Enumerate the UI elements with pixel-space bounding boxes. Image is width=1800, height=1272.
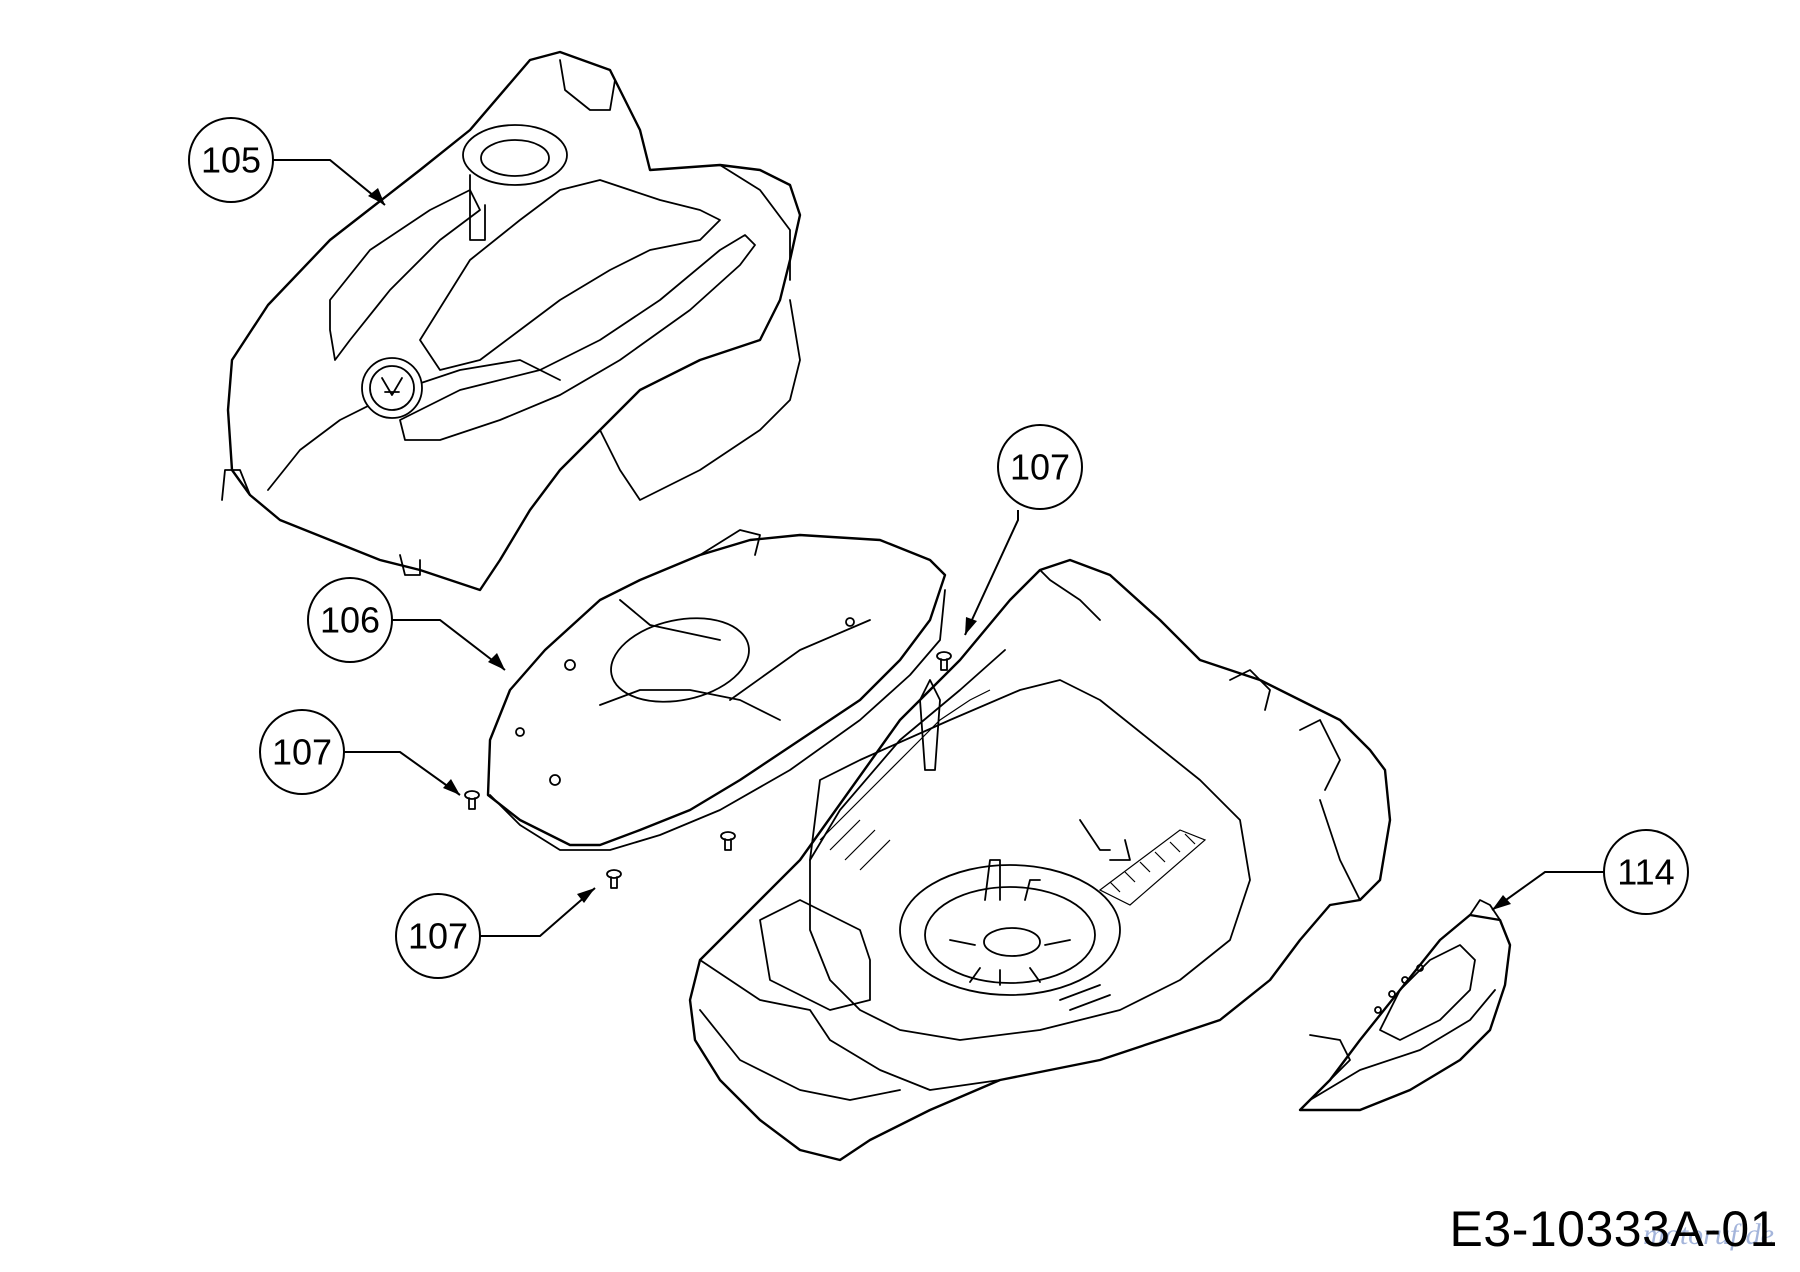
callout-107c: 107 [997, 424, 1083, 510]
part-105-top-cover [221, 50, 802, 592]
callout-107a: 107 [259, 709, 345, 795]
callout-label-106: 106 [320, 600, 380, 641]
part-106-inner-cover [486, 529, 947, 851]
leader-106 [386, 619, 506, 671]
callout-114: 114 [1603, 829, 1689, 915]
callout-label-107b: 107 [408, 916, 468, 957]
drawing-code: E3-10333A-01 [1449, 1201, 1778, 1257]
part-mower-deck [688, 558, 1392, 1162]
callout-107b: 107 [395, 893, 481, 979]
callout-label-105: 105 [201, 140, 261, 181]
callout-106: 106 [307, 577, 393, 663]
part-114-side-cover [1298, 899, 1512, 1112]
screw-icon [936, 651, 952, 671]
leader-114 [1491, 871, 1605, 911]
leader-107a [342, 751, 461, 796]
callout-105: 105 [188, 117, 274, 203]
leader-105 [273, 159, 386, 206]
watermark-logo: motoruf.de [1643, 1218, 1774, 1251]
screw-icon [606, 869, 622, 889]
leader-107b [478, 887, 596, 937]
callout-leaders [273, 159, 1605, 937]
callout-arrowheads [368, 188, 1511, 910]
screw-icon [720, 831, 736, 851]
callout-label-107a: 107 [272, 732, 332, 773]
screw-icon [464, 790, 480, 810]
part-107-screws [464, 651, 952, 889]
leader-107c [964, 510, 1019, 636]
callout-label-114: 114 [1617, 852, 1674, 893]
callout-label-107c: 107 [1010, 447, 1070, 488]
